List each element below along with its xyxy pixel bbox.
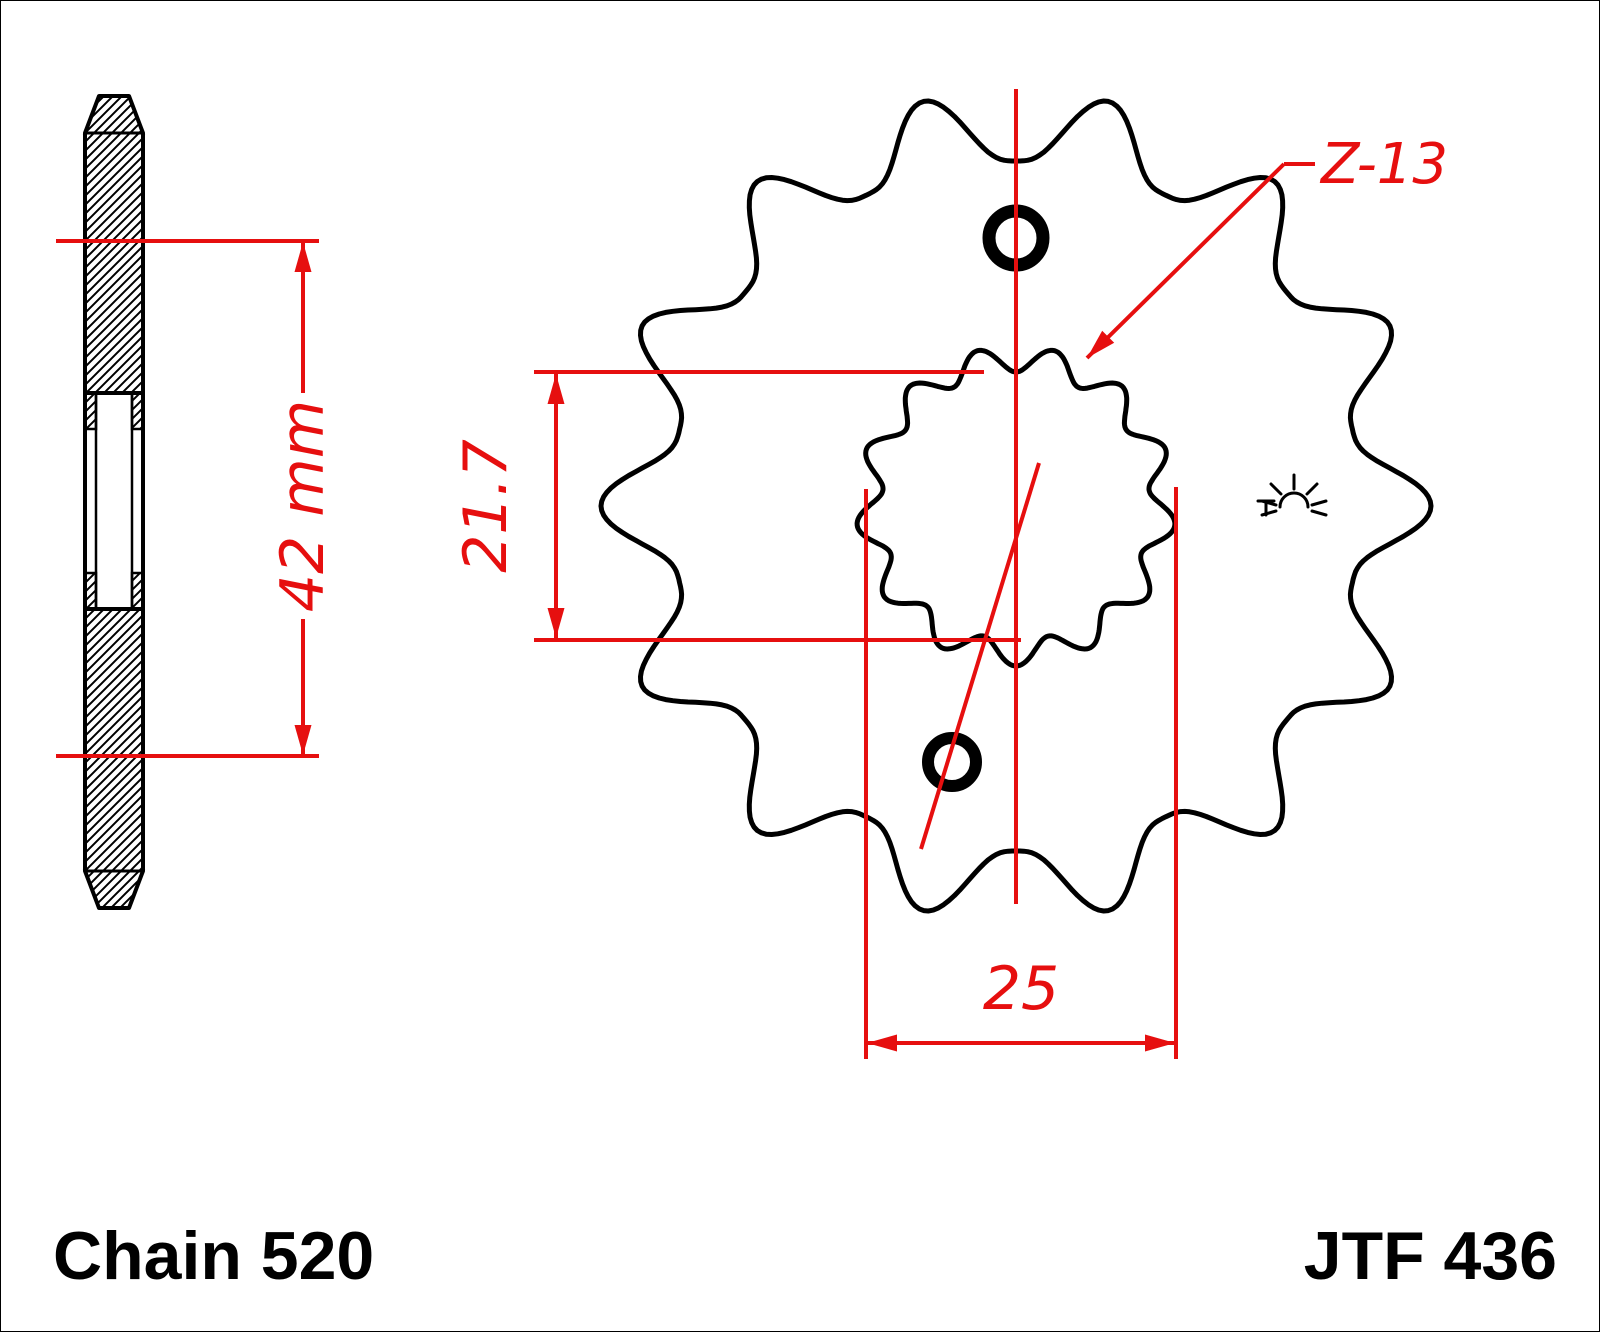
dimension-25: 25	[864, 487, 1178, 1059]
arrowhead-down	[547, 608, 565, 638]
side-view-bottom-tip-hatch	[82, 869, 146, 910]
spline-section-block	[83, 571, 98, 611]
arrowhead-right	[1145, 1034, 1175, 1052]
dim-42mm-label: 42 mm	[268, 400, 338, 612]
spline-section-block	[130, 571, 145, 611]
side-view-top-tip-hatch	[82, 94, 146, 135]
spline-section-block	[130, 391, 145, 431]
dimension-21-7: 21.7	[451, 370, 1021, 642]
lightening-hole-bottom	[922, 732, 982, 792]
brand-stamp-icon	[1256, 473, 1328, 517]
leader-arrowhead	[1087, 330, 1115, 358]
side-view-upper-hatch	[83, 131, 145, 395]
sprocket-side-view	[82, 94, 146, 910]
dim-21-7-label: 21.7	[451, 439, 521, 573]
arrowhead-down	[294, 725, 312, 755]
center-lines	[919, 89, 1041, 904]
teeth-count-label: Z-13	[1319, 132, 1448, 197]
leader-line	[1085, 162, 1286, 360]
dim-25-label: 25	[983, 954, 1059, 1024]
stamp-rays	[1260, 473, 1328, 517]
arrowhead-up	[294, 242, 312, 272]
teeth-callout: Z-13	[1085, 132, 1448, 360]
stamp-mark	[1256, 499, 1276, 517]
chain-size-label: Chain 520	[53, 1218, 374, 1294]
spline-section-block	[83, 391, 98, 431]
arrowhead-left	[867, 1034, 897, 1052]
arrowhead-up	[547, 374, 565, 404]
stamp-arc	[1278, 491, 1310, 509]
side-view-lower-hatch	[83, 607, 145, 873]
bolt-hole-centerline	[919, 462, 1041, 850]
dimension-42mm: 42 mm	[56, 239, 338, 758]
part-number-label: JTF 436	[1304, 1218, 1557, 1294]
